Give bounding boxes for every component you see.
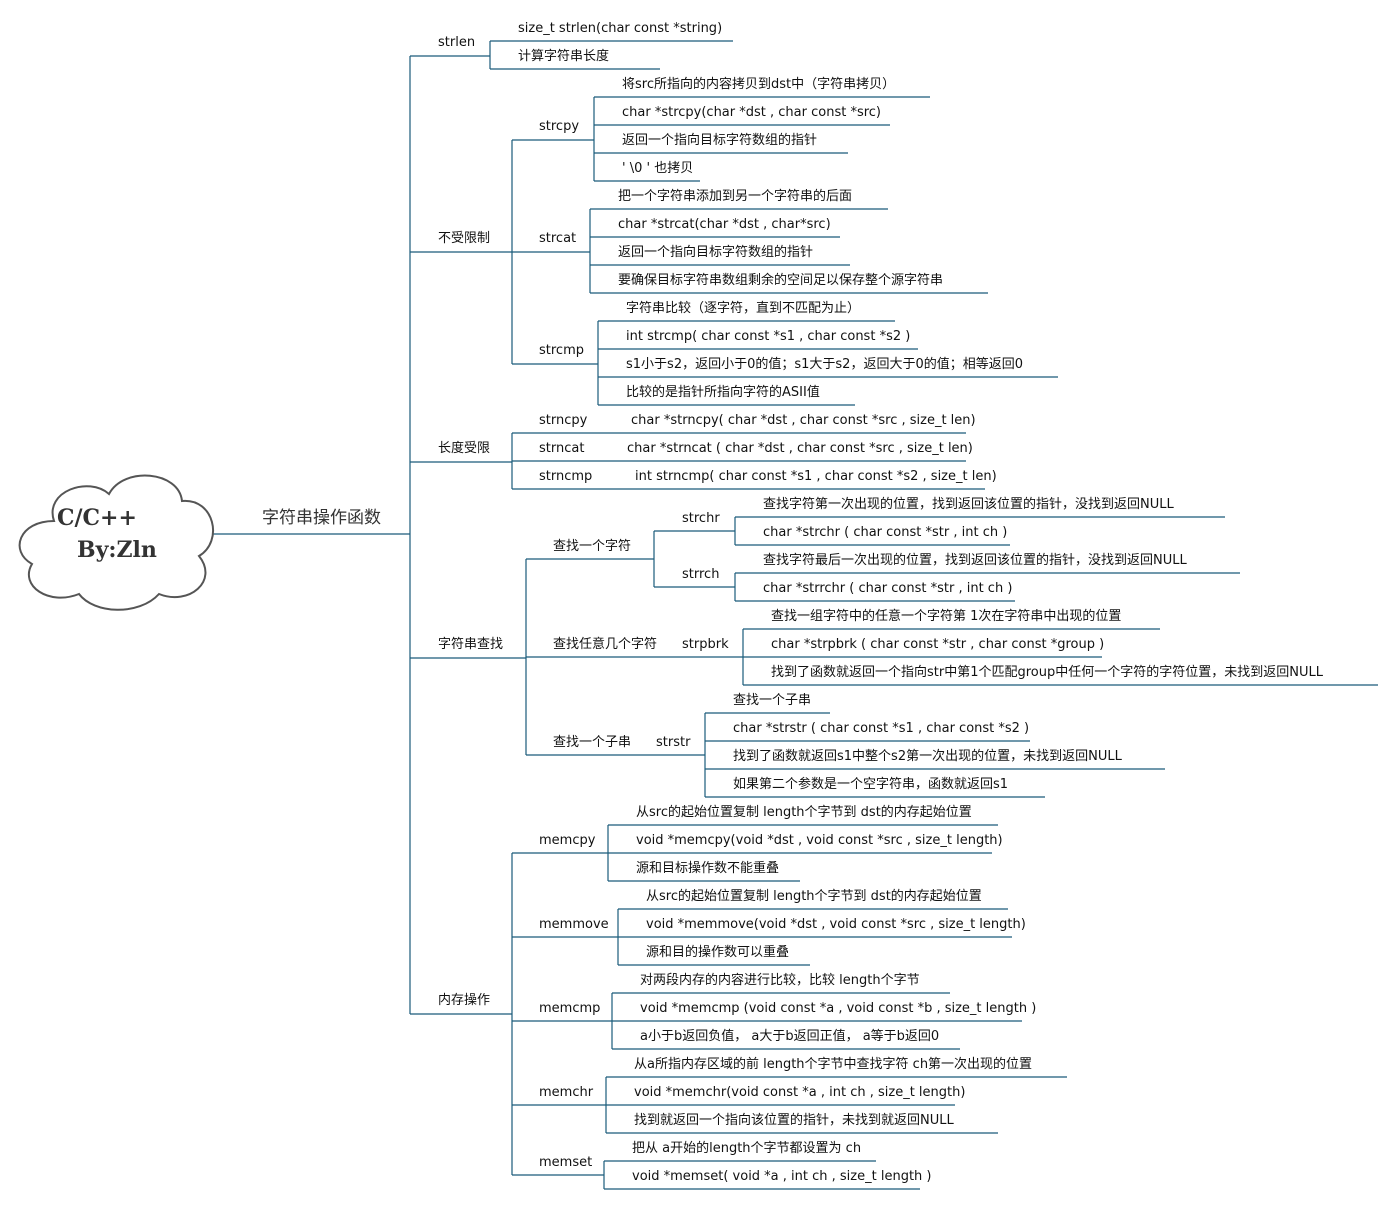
node-strstr: strstr bbox=[656, 735, 691, 750]
node-memcpy: memcpy bbox=[539, 833, 596, 848]
node-find-any: 查找任意几个字符 bbox=[553, 637, 658, 652]
node-memmove: memmove bbox=[539, 917, 609, 932]
root-title-line1: C/C++ bbox=[57, 505, 137, 531]
node-memcpy-desc: 从src的起始位置复制 length个字节到 dst的内存起始位置 bbox=[636, 805, 972, 820]
node-strlen-sig: size_t strlen(char const *string) bbox=[518, 21, 723, 36]
node-strcpy-sig: char *strcpy(char *dst , char const *src… bbox=[622, 105, 881, 120]
node-memset: memset bbox=[539, 1155, 593, 1170]
node-strncat-sig: char *strncat ( char *dst , char const *… bbox=[627, 441, 973, 456]
cloud-icon bbox=[18, 474, 215, 611]
node-strcpy-null: ' \0 ' 也拷贝 bbox=[622, 161, 694, 176]
node-memchr-desc: 从a所指内存区域的前 length个字节中查找字符 ch第一次出现的位置 bbox=[634, 1057, 1033, 1072]
node-strncpy: strncpy bbox=[539, 413, 588, 428]
node-strcpy-desc: 将src所指向的内容拷贝到dst中（字符串拷贝） bbox=[622, 77, 896, 92]
node-strchr-sig: char *strchr ( char const *str , int ch … bbox=[763, 525, 1008, 540]
node-strrchr-sig: char *strrchr ( char const *str , int ch… bbox=[763, 581, 1013, 596]
main-topic: 字符串操作函数 bbox=[262, 508, 381, 528]
node-strstr-ret: 找到了函数就返回s1中整个s2第一次出现的位置，未找到返回NULL bbox=[733, 749, 1122, 764]
node-strcat-note: 要确保目标字符串数组剩余的空间足以保存整个源字符串 bbox=[618, 273, 944, 288]
root-cloud: C/C++ By:Zln bbox=[14, 466, 220, 612]
node-strncat: strncat bbox=[539, 441, 585, 456]
node-strncpy-sig: char *strncpy( char *dst , char const *s… bbox=[631, 413, 976, 428]
node-memcpy-note: 源和目标操作数不能重叠 bbox=[636, 861, 780, 876]
node-memmove-note: 源和目的操作数可以重叠 bbox=[646, 945, 790, 960]
node-memcmp-sig: void *memcmp (void const *a , void const… bbox=[640, 1001, 1037, 1016]
node-strcmp-sig: int strcmp( char const *s1 , char const … bbox=[626, 329, 911, 344]
node-memory: 内存操作 bbox=[438, 993, 491, 1008]
node-strrchr-desc: 查找字符最后一次出现的位置，找到返回该位置的指针，没找到返回NULL bbox=[763, 553, 1187, 568]
node-strlen-desc: 计算字符串长度 bbox=[518, 49, 610, 64]
node-memset-desc: 把从 a开始的length个字节都设置为 ch bbox=[632, 1141, 862, 1156]
node-memchr: memchr bbox=[539, 1085, 594, 1100]
node-strpbrk-desc: 查找一组字符中的任意一个字符第 1次在字符串中出现的位置 bbox=[771, 609, 1122, 624]
node-strcmp-ret: s1小于s2，返回小于0的值；s1大于s2，返回大于0的值；相等返回0 bbox=[626, 357, 1023, 372]
node-memcmp-ret: a小于b返回负值， a大于b返回正值， a等于b返回0 bbox=[640, 1029, 940, 1044]
node-memcmp: memcmp bbox=[539, 1001, 601, 1016]
node-strpbrk-ret: 找到了函数就返回一个指向str中第1个匹配group中任何一个字符的字符位置，未… bbox=[771, 665, 1323, 680]
node-strncmp-sig: int strncmp( char const *s1 , char const… bbox=[635, 469, 997, 484]
node-strstr-sig: char *strstr ( char const *s1 , char con… bbox=[733, 721, 1030, 736]
node-strcat-desc: 把一个字符串添加到另一个字符串的后面 bbox=[618, 189, 853, 204]
node-memcmp-desc: 对两段内存的内容进行比较，比较 length个字节 bbox=[640, 973, 920, 988]
node-memset-sig: void *memset( void *a , int ch , size_t … bbox=[632, 1169, 932, 1184]
node-search: 字符串查找 bbox=[438, 637, 504, 652]
node-strchr: strchr bbox=[682, 511, 720, 526]
node-strcmp: strcmp bbox=[539, 343, 584, 358]
node-strcat: strcat bbox=[539, 231, 577, 246]
node-find-sub: 查找一个子串 bbox=[553, 735, 632, 750]
node-strcpy: strcpy bbox=[539, 119, 580, 134]
node-memmove-desc: 从src的起始位置复制 length个字节到 dst的内存起始位置 bbox=[646, 889, 982, 904]
node-strstr-empty: 如果第二个参数是一个空字符串，函数就返回s1 bbox=[733, 777, 1009, 792]
node-strchr-desc: 查找字符第一次出现的位置，找到返回该位置的指针，没找到返回NULL bbox=[763, 497, 1174, 512]
node-strlen: strlen bbox=[438, 35, 476, 50]
node-strrchr: strrch bbox=[682, 567, 720, 582]
root-title-line2: By:Zln bbox=[77, 537, 157, 563]
node-strpbrk-sig: char *strpbrk ( char const *str , char c… bbox=[771, 637, 1105, 652]
node-limited: 长度受限 bbox=[438, 441, 491, 456]
node-strcmp-note: 比较的是指针所指向字符的ASII值 bbox=[626, 385, 820, 400]
node-unlimited: 不受限制 bbox=[438, 231, 491, 246]
node-memchr-ret: 找到就返回一个指向该位置的指针，未找到就返回NULL bbox=[634, 1113, 954, 1128]
node-find-char: 查找一个字符 bbox=[553, 539, 632, 554]
node-strpbrk: strpbrk bbox=[682, 637, 729, 652]
node-strcpy-ret: 返回一个指向目标字符数组的指针 bbox=[622, 133, 818, 148]
node-strncmp: strncmp bbox=[539, 469, 593, 484]
node-memchr-sig: void *memchr(void const *a , int ch , si… bbox=[634, 1085, 966, 1100]
node-strstr-desc: 查找一个子串 bbox=[733, 693, 812, 708]
node-strcat-ret: 返回一个指向目标字符数组的指针 bbox=[618, 245, 814, 260]
node-memcpy-sig: void *memcpy(void *dst , void const *src… bbox=[636, 833, 1003, 848]
node-strcmp-desc: 字符串比较（逐字符，直到不匹配为止） bbox=[626, 301, 861, 316]
node-strcat-sig: char *strcat(char *dst , char*src) bbox=[618, 217, 831, 232]
node-memmove-sig: void *memmove(void *dst , void const *sr… bbox=[646, 917, 1026, 932]
